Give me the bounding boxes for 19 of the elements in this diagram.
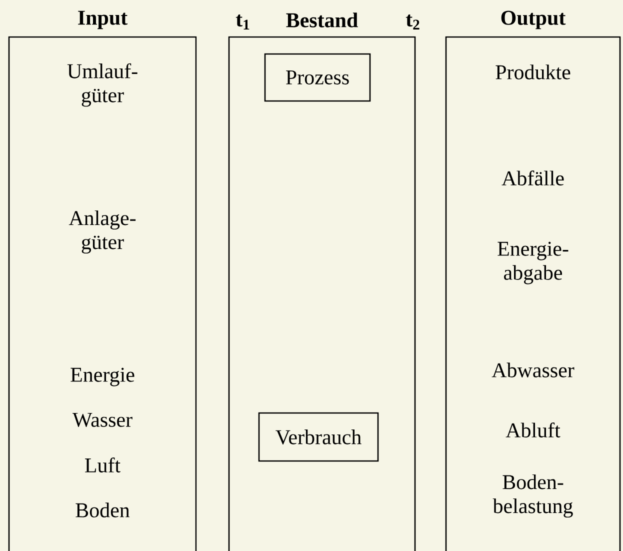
item-label: Abwasser bbox=[492, 362, 574, 378]
item-label: Luft bbox=[85, 458, 120, 472]
time-label: t$_{1}$ bbox=[236, 14, 250, 30]
item-label: Wasser bbox=[72, 412, 132, 428]
item-label: Umlauf- güter bbox=[67, 63, 138, 107]
process-box: Verbrauch bbox=[258, 412, 379, 462]
column-heading: Bestand bbox=[286, 12, 358, 28]
item-label: Boden bbox=[76, 502, 130, 518]
time-label: t$_{2}$ bbox=[406, 14, 420, 30]
item-label: Produkte bbox=[496, 64, 570, 80]
item-label: Boden- belastung bbox=[492, 474, 573, 518]
column-heading: Input bbox=[78, 10, 128, 30]
process-box: Prozess bbox=[264, 53, 371, 102]
item-label: Energie bbox=[70, 368, 134, 386]
item-label: Anlage- güter bbox=[68, 210, 136, 254]
column-heading: Output bbox=[501, 10, 566, 30]
item-label: Abluft bbox=[506, 422, 560, 438]
item-label: Energie- abgabe bbox=[498, 242, 568, 284]
item-label: Abfälle bbox=[502, 170, 564, 186]
